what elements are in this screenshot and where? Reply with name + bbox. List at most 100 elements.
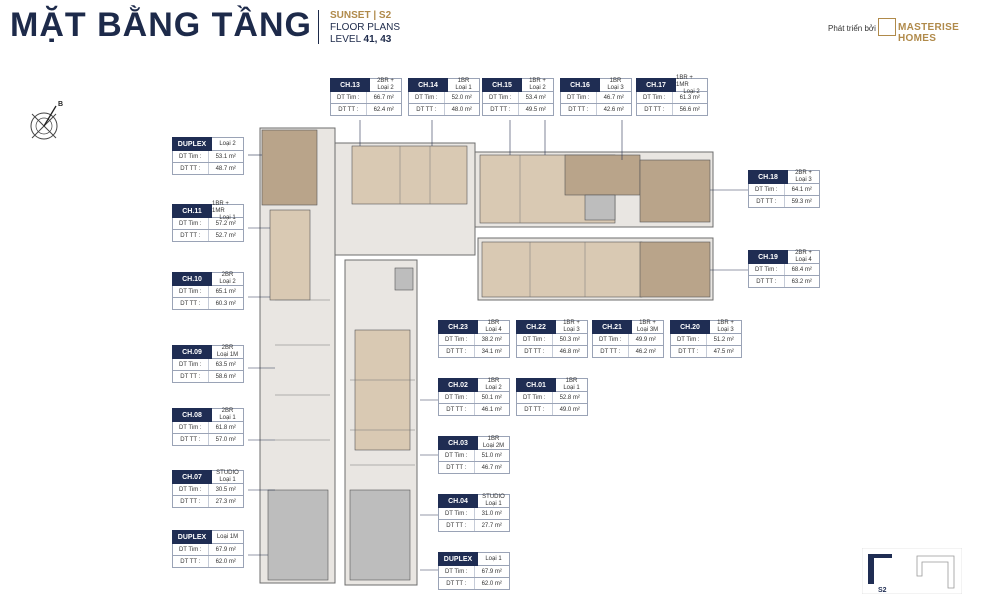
unit-bedroom-type: 2BR — [221, 408, 234, 414]
compass-icon: B — [30, 101, 63, 140]
dt-tim-value: 66.7 m² — [365, 92, 402, 103]
dt-tt-value: 62.4 m² — [365, 104, 402, 115]
unit-code: CH.16 — [560, 78, 600, 92]
unit-code: DUPLEX — [172, 137, 212, 151]
unit-bedroom-type: 1BR + — [529, 78, 546, 84]
unit-layout-type: Loại 2 — [529, 85, 546, 91]
dt-tt-label: DT TT : — [644, 106, 665, 113]
unit-bedroom-type: 1BR — [487, 378, 500, 384]
dt-tim-value: 68.4 m² — [783, 264, 820, 275]
dt-tim-label: DT Tim : — [598, 336, 622, 343]
dt-tim-label: DT Tim : — [178, 424, 202, 431]
dt-tt-value: 27.3 m² — [207, 496, 244, 507]
dt-tt-label: DT TT : — [446, 522, 467, 529]
dt-tt-value: 46.8 m² — [551, 346, 588, 357]
dt-tt-label: DT TT : — [600, 348, 621, 355]
dt-tim-value: 61.8 m² — [207, 422, 244, 433]
dt-tim-value: 61.3 m² — [671, 92, 708, 103]
dt-tt-value: 56.6 m² — [671, 104, 708, 115]
stair-core-central — [394, 267, 414, 291]
unit-layout-type: Loại 4 — [795, 257, 812, 263]
dt-tt-label: DT TT : — [568, 106, 589, 113]
unit-layout-type: Loại 1 — [485, 501, 502, 507]
unit-bedroom-type: 2BR + — [795, 170, 812, 176]
unit-code: CH.07 — [172, 470, 212, 484]
dt-tt-label: DT TT : — [446, 348, 467, 355]
dt-tim-value: 50.3 m² — [551, 334, 588, 345]
keymap-other-block — [916, 555, 955, 589]
dt-tim-label: DT Tim : — [444, 336, 468, 343]
dt-tim-label: DT Tim : — [566, 94, 590, 101]
unit-type: Loại 1 — [478, 552, 510, 566]
dt-tim-value: 57.2 m² — [207, 218, 244, 229]
unit-layout-type: Loại 2 — [683, 88, 700, 95]
unit-code: CH.01 — [516, 378, 556, 392]
dt-tim-label: DT Tim : — [444, 452, 468, 459]
dt-tim-value: 52.0 m² — [443, 92, 480, 103]
unit-area-ch14 — [351, 145, 468, 205]
unit-type: 2BR +Loại 4 — [788, 250, 820, 264]
floor-plans-label: FLOOR PLANS — [330, 22, 401, 33]
unit-layout-type: Loại 2 — [377, 85, 394, 91]
unit-bedroom-type: 2BR + — [377, 78, 394, 84]
developer-logo-icon — [878, 18, 896, 36]
unit-area-ch16 — [564, 154, 641, 196]
keymap-label: S2 — [878, 587, 887, 594]
dt-tim-label: DT Tim : — [178, 153, 202, 160]
unit-bedroom-type: 1BR + 1MR — [212, 200, 229, 214]
unit-code: CH.20 — [670, 320, 710, 334]
unit-code: CH.04 — [438, 494, 478, 508]
unit-type: Loại 2 — [212, 137, 244, 151]
unit-layout-type: Loại 3 — [563, 327, 580, 333]
unit-code: CH.11 — [172, 204, 212, 218]
compass-north-label: B — [58, 101, 63, 108]
keymap-active-block — [868, 554, 892, 584]
unit-bedroom-type: 1BR + 1MR — [676, 74, 693, 88]
unit-type: 1BR +Loại 3M — [632, 320, 664, 334]
dt-tim-label: DT Tim : — [178, 546, 202, 553]
dt-tim-value: 38.2 m² — [473, 334, 510, 345]
dt-tt-label: DT TT : — [490, 106, 511, 113]
dt-tim-label: DT Tim : — [444, 568, 468, 575]
unit-layout-type: Loại 2 — [219, 140, 236, 147]
dt-tim-label: DT Tim : — [336, 94, 360, 101]
unit-code: CH.17 — [636, 78, 676, 92]
unit-bedroom-type: 2BR — [221, 272, 234, 278]
unit-layout-type: Loại 1 — [485, 555, 502, 562]
dt-tt-label: DT TT : — [756, 278, 777, 285]
unit-code: CH.15 — [482, 78, 522, 92]
dt-tt-value: 49.5 m² — [517, 104, 554, 115]
unit-type: 1BR +Loại 3 — [556, 320, 588, 334]
dt-tt-value: 42.6 m² — [595, 104, 632, 115]
unit-bedroom-type: 1BR + — [717, 320, 734, 326]
project-name: SUNSET | S2 — [330, 10, 392, 21]
dt-tim-value: 51.2 m² — [705, 334, 742, 345]
dt-tt-label: DT TT : — [446, 464, 467, 471]
dt-tim-label: DT Tim : — [522, 336, 546, 343]
unit-layout-type: Loại 2 — [219, 279, 236, 285]
unit-bedroom-type: 2BR — [221, 345, 234, 351]
dt-tt-label: DT TT : — [524, 348, 545, 355]
unit-bedroom-type: 1BR — [609, 78, 622, 84]
unit-layout-type: Loại 1M — [216, 352, 239, 358]
unit-area-ch22 — [481, 241, 643, 298]
unit-layout-type: Loại 1 — [455, 85, 472, 91]
unit-area-duplex-bottom-right — [349, 489, 411, 581]
